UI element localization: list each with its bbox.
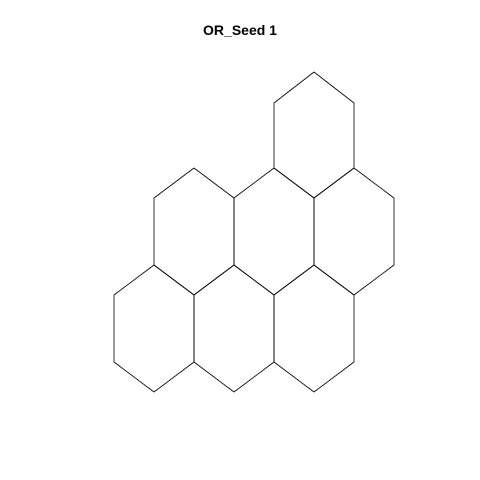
hexagon bbox=[273, 71, 355, 199]
hexagon bbox=[313, 167, 395, 296]
hexagon bbox=[233, 167, 315, 296]
hexagon bbox=[193, 264, 275, 393]
plot-title: OR_Seed 1 bbox=[203, 22, 277, 38]
hexagon bbox=[153, 167, 235, 296]
hexagon bbox=[273, 264, 355, 393]
hexagon bbox=[113, 264, 195, 393]
